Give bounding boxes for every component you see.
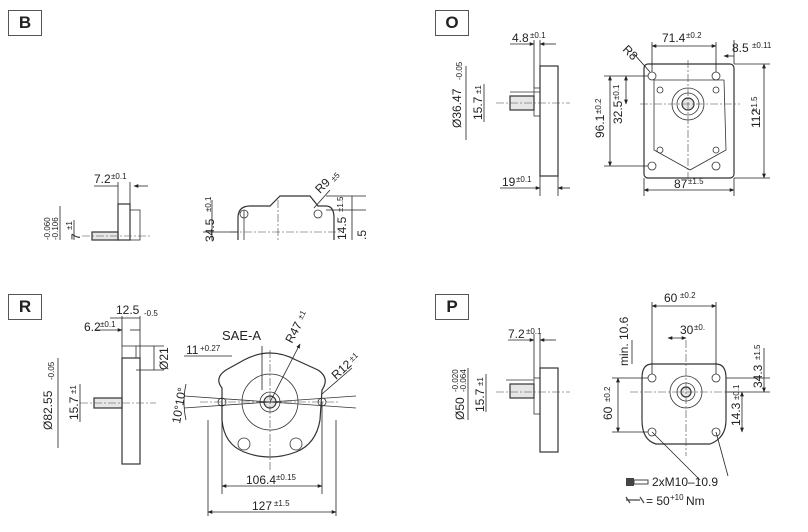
o-side-view — [465, 40, 570, 196]
o-bolt-span: 71.4 — [662, 31, 686, 45]
b-center-h: 34.5 — [203, 218, 217, 242]
p-torque-tol: +10 — [670, 493, 684, 502]
r-shaft-off-tol: ±0.1 — [100, 320, 116, 329]
b-flange-thk-tol: ±0.1 — [111, 172, 127, 181]
p-height: 60 — [601, 406, 615, 420]
p-shaft-tol: ±1 — [476, 377, 485, 386]
r-radius2-tol: ±1 — [347, 351, 360, 364]
wrench-icon — [625, 496, 645, 504]
o-flange-thk-tol: ±0.1 — [516, 175, 532, 184]
r-spigot-tol: -0.5 — [144, 309, 158, 318]
r-pilot-dia: Ø82.55 — [41, 390, 55, 430]
r-spigot: 12.5 — [116, 303, 140, 317]
p-front-view — [612, 302, 770, 481]
b-side: .5 — [355, 230, 369, 240]
o-height-tol: ±0.2 — [594, 98, 603, 114]
b-shaft-tol: ±1 — [65, 221, 74, 230]
b-offset-tol: ±1.5 — [336, 196, 345, 212]
b-side-view — [59, 182, 150, 241]
b-radius-tol: ±5 — [329, 170, 342, 183]
p-spigot-tol: ±0.1 — [526, 327, 542, 336]
panel-r-drawing: 12.5 -0.5 6.2 ±0.1 Ø21 Ø82.55 -0.05 15.7… — [41, 303, 360, 516]
r-bore: Ø21 — [157, 347, 171, 370]
p-pilot-dia: Ø50 — [453, 397, 467, 420]
o-edge-tol: ±0.11 — [752, 41, 772, 50]
r-width-tol: ±1.5 — [274, 499, 290, 508]
r-side-view — [57, 316, 164, 465]
bolt-icon — [626, 478, 649, 486]
p-side: 34.3 — [751, 364, 765, 388]
o-width-tol: ±1.5 — [688, 177, 704, 186]
p-bolts: 2xM10–10.9 — [652, 475, 718, 489]
o-overall-h-tol: ±1.5 — [750, 96, 759, 112]
o-height: 96.1 — [593, 114, 607, 138]
panel-label-o: O — [435, 10, 469, 36]
b-shaft: 7 — [69, 233, 83, 240]
p-offset-tol: ±0.1 — [732, 384, 741, 400]
p-spigot: 7.2 — [508, 327, 525, 341]
o-width: 87 — [674, 177, 688, 191]
panel-label-r: R — [8, 294, 42, 320]
o-flange-thk: 19 — [502, 175, 516, 189]
o-spigot: 4.8 — [512, 31, 529, 45]
p-side-tol: ±1.5 — [753, 344, 762, 360]
p-height-tol: ±0.2 — [603, 386, 612, 402]
p-bolt-span-tol: ±0.2 — [680, 291, 696, 300]
o-bolt-span-tol: ±0.2 — [686, 31, 702, 40]
panel-label-b: B — [8, 10, 42, 36]
r-shaft-tol: ±1 — [69, 385, 78, 394]
o-shaft-len: 15.7 — [471, 96, 485, 120]
r-front-view — [183, 343, 357, 516]
panel-p-drawing: 7.2 ±0.1 Ø50 -0.020 -0.064 15.7 ±1 — [451, 291, 770, 508]
panel-label-p: P — [435, 294, 469, 320]
o-spigot-tol: ±0.1 — [530, 31, 546, 40]
r-width: 127 — [252, 499, 272, 513]
o-pilot-dia: Ø36.47 — [450, 88, 464, 128]
p-shaft-len: 15.7 — [473, 388, 487, 412]
p-pilot-tol-top: -0.020 — [451, 369, 460, 392]
p-center-x-tol: ±0. — [694, 323, 705, 332]
p-torque-unit: Nm — [686, 494, 705, 508]
p-offset: 14.3 — [729, 402, 743, 426]
b-dia-tol-top: -0.060 — [43, 217, 52, 240]
r-angle: 10°10° — [169, 386, 189, 424]
r-hole-tol: +0.27 — [200, 344, 221, 353]
o-edge: 8.5 — [732, 41, 749, 55]
b-flange-thk: 7.2 — [94, 172, 111, 186]
b-front-view — [203, 189, 366, 240]
p-torque: = 50 — [646, 494, 670, 508]
r-shaft-off: 6.2 — [84, 320, 101, 334]
b-offset: 14.5 — [335, 216, 349, 240]
o-overall-h: 112 — [749, 109, 763, 128]
o-shaft-tol: ±1 — [474, 85, 483, 94]
b-center-h-tol: ±0.1 — [204, 196, 213, 212]
o-center-tol: ±0.1 — [612, 84, 621, 100]
r-hole: 11 — [186, 343, 199, 357]
r-sae: SAE-A — [222, 328, 261, 343]
r-pilot-tol: -0.05 — [47, 361, 56, 380]
o-pilot-tol: -0.05 — [455, 61, 464, 80]
r-radius1-tol: ±1 — [296, 308, 308, 321]
p-pilot-tol-bot: -0.064 — [459, 369, 468, 392]
panel-o-drawing: 4.8 ±0.1 Ø36.47 -0.05 15.7 ±1 19 ±0.1 — [450, 31, 772, 196]
p-bolt-span: 60 — [664, 291, 678, 305]
r-bolt-span: 106.4 — [246, 473, 276, 487]
r-radius1: R47 — [282, 319, 305, 345]
o-center: 32.5 — [611, 100, 625, 124]
p-center-x: 30 — [680, 323, 694, 337]
o-radius: R8 — [620, 42, 641, 63]
b-dia-tol-bot: -0.106 — [51, 217, 60, 240]
p-side-view — [467, 334, 570, 453]
r-shaft-len: 15.7 — [67, 396, 81, 420]
p-min-label: min. 10.6 — [617, 316, 631, 366]
r-bolt-span-tol: ±0.15 — [276, 473, 297, 482]
panel-b-drawing: 7.2 ±0.1 -0.060 -0.106 7 ±1 R9 ±5 34.5 ±… — [43, 170, 369, 242]
o-front-view — [604, 40, 770, 196]
